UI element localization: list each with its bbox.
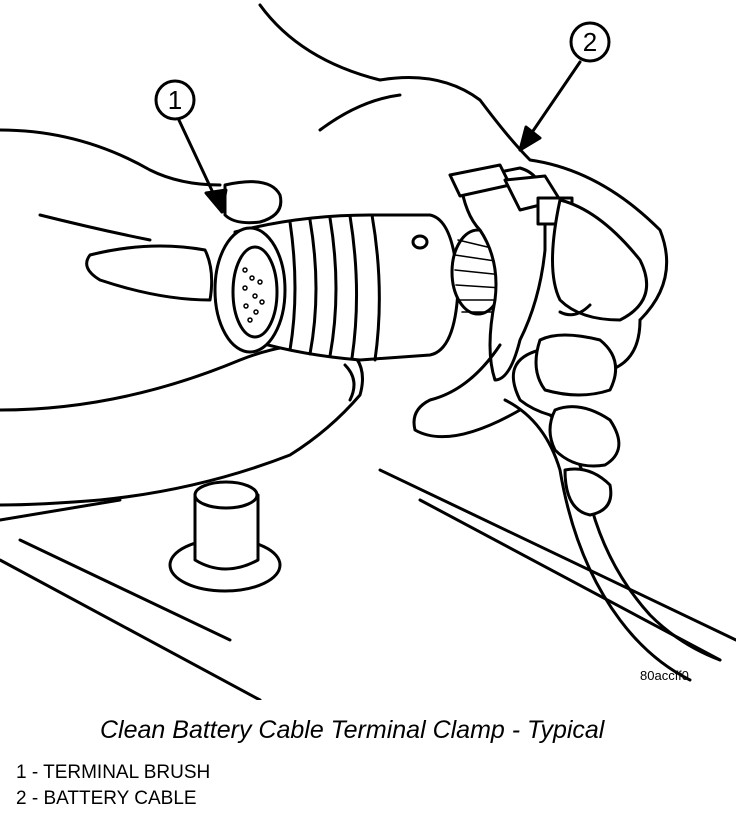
battery-cable-clamp bbox=[412, 163, 722, 682]
callout-1-leader bbox=[176, 116, 228, 214]
legend-item-terminal-brush: 1 - TERMINAL BRUSH bbox=[16, 762, 211, 783]
figure-caption: Clean Battery Cable Terminal Clamp - Typ… bbox=[100, 716, 605, 744]
figure-legend: 1 - TERMINAL BRUSH 2 - BATTERY CABLE bbox=[16, 760, 210, 812]
callout-2-circle bbox=[569, 21, 611, 63]
callout-1-number: 1 bbox=[168, 85, 182, 115]
callout-2-leader bbox=[518, 60, 582, 152]
terminal-brush bbox=[213, 213, 460, 362]
callout-2-number: 2 bbox=[583, 27, 597, 57]
line-drawing: 1 2 bbox=[0, 3, 736, 700]
callout-1-circle bbox=[154, 79, 196, 121]
legend-item-battery-cable: 2 - BATTERY CABLE bbox=[16, 788, 197, 809]
figure-reference-code: 80accff0 bbox=[640, 668, 689, 683]
left-hand bbox=[0, 128, 364, 522]
right-hand bbox=[258, 3, 669, 517]
battery-post bbox=[168, 480, 282, 593]
